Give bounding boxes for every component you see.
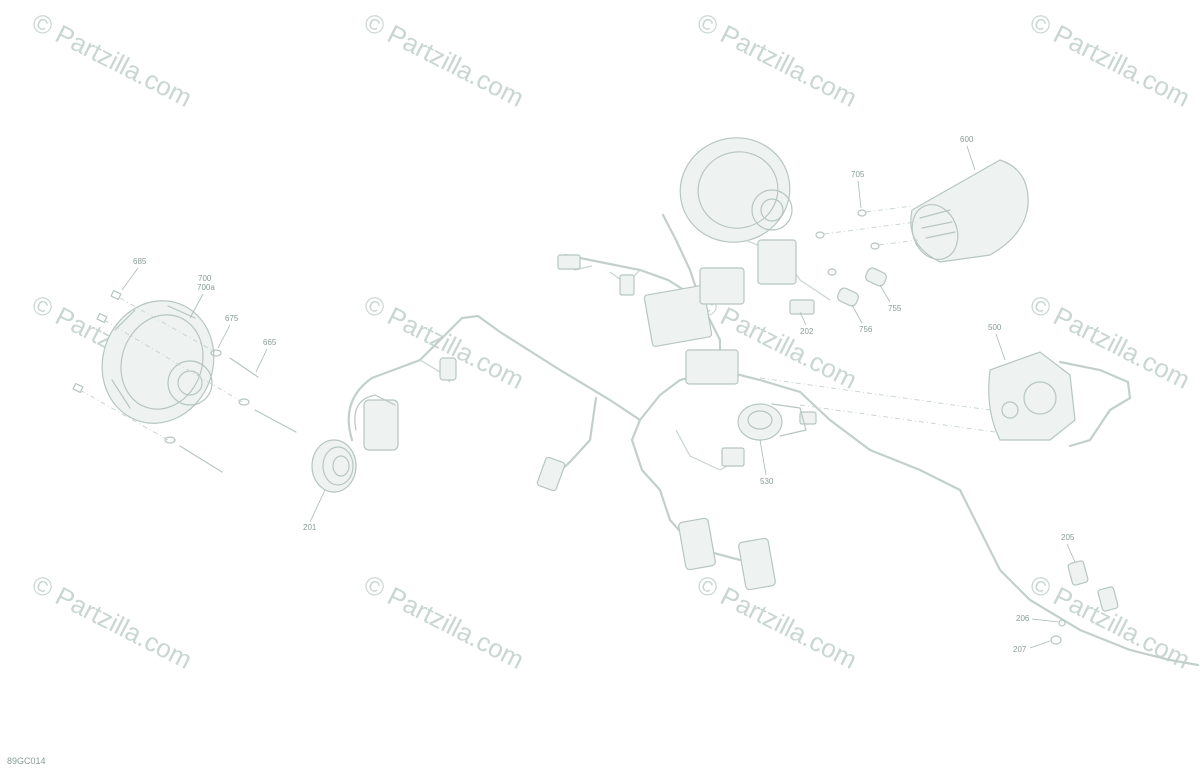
watermark: © Partzilla.com (27, 569, 197, 675)
callout-201: 201 (303, 523, 317, 532)
harness-connector-blocks[interactable] (643, 239, 817, 591)
callout-700: 700 (198, 274, 212, 283)
secondary-wiring-harness[interactable] (347, 314, 642, 492)
housing-600[interactable] (905, 159, 1029, 266)
watermark: © Partzilla.com (692, 7, 862, 113)
watermark: © Partzilla.com (692, 569, 862, 675)
watermark: © Partzilla.com (359, 7, 529, 113)
left-headlight-assembly[interactable] (85, 285, 231, 439)
housing-dash-lines (823, 205, 919, 246)
callout-530: 530 (760, 477, 774, 486)
callout-665: 665 (263, 338, 277, 347)
connector-205[interactable] (1067, 560, 1119, 612)
housing-screws[interactable] (815, 209, 880, 276)
callout-500: 500 (988, 323, 1002, 332)
watermark: © Partzilla.com (27, 7, 197, 113)
callout-755: 755 (888, 304, 902, 313)
callout-205: 205 (1061, 533, 1075, 542)
diagram-code: 89GC014 (7, 756, 46, 766)
callout-202: 202 (800, 327, 814, 336)
horn-201[interactable] (311, 394, 399, 493)
control-module-500[interactable] (988, 351, 1132, 448)
watermark: © Partzilla.com (359, 569, 529, 675)
module-dash-lines (759, 377, 996, 433)
bulb-756[interactable] (836, 286, 860, 307)
fastener-207[interactable] (1050, 635, 1062, 645)
watermark: © Partzilla.com (1025, 7, 1195, 113)
headlight-fasteners[interactable] (72, 289, 297, 473)
callout-207: 207 (1013, 645, 1027, 654)
callout-600: 600 (960, 135, 974, 144)
center-headlight[interactable] (668, 126, 801, 255)
fastener-206[interactable] (1058, 619, 1066, 627)
ignition-switch-530[interactable] (737, 403, 807, 441)
callout-700a: 700a (197, 283, 215, 292)
bulb-755[interactable] (864, 266, 888, 287)
callout-705: 705 (851, 170, 865, 179)
main-wiring-harness[interactable] (557, 213, 1200, 667)
callout-675: 675 (225, 314, 239, 323)
callout-756: 756 (859, 325, 873, 334)
headlight-dash-lines (79, 297, 243, 441)
callout-206: 206 (1016, 614, 1030, 623)
callout-labels: 685 700 700a 675 665 201 600 705 755 756… (121, 135, 1076, 654)
callout-685: 685 (133, 257, 147, 266)
